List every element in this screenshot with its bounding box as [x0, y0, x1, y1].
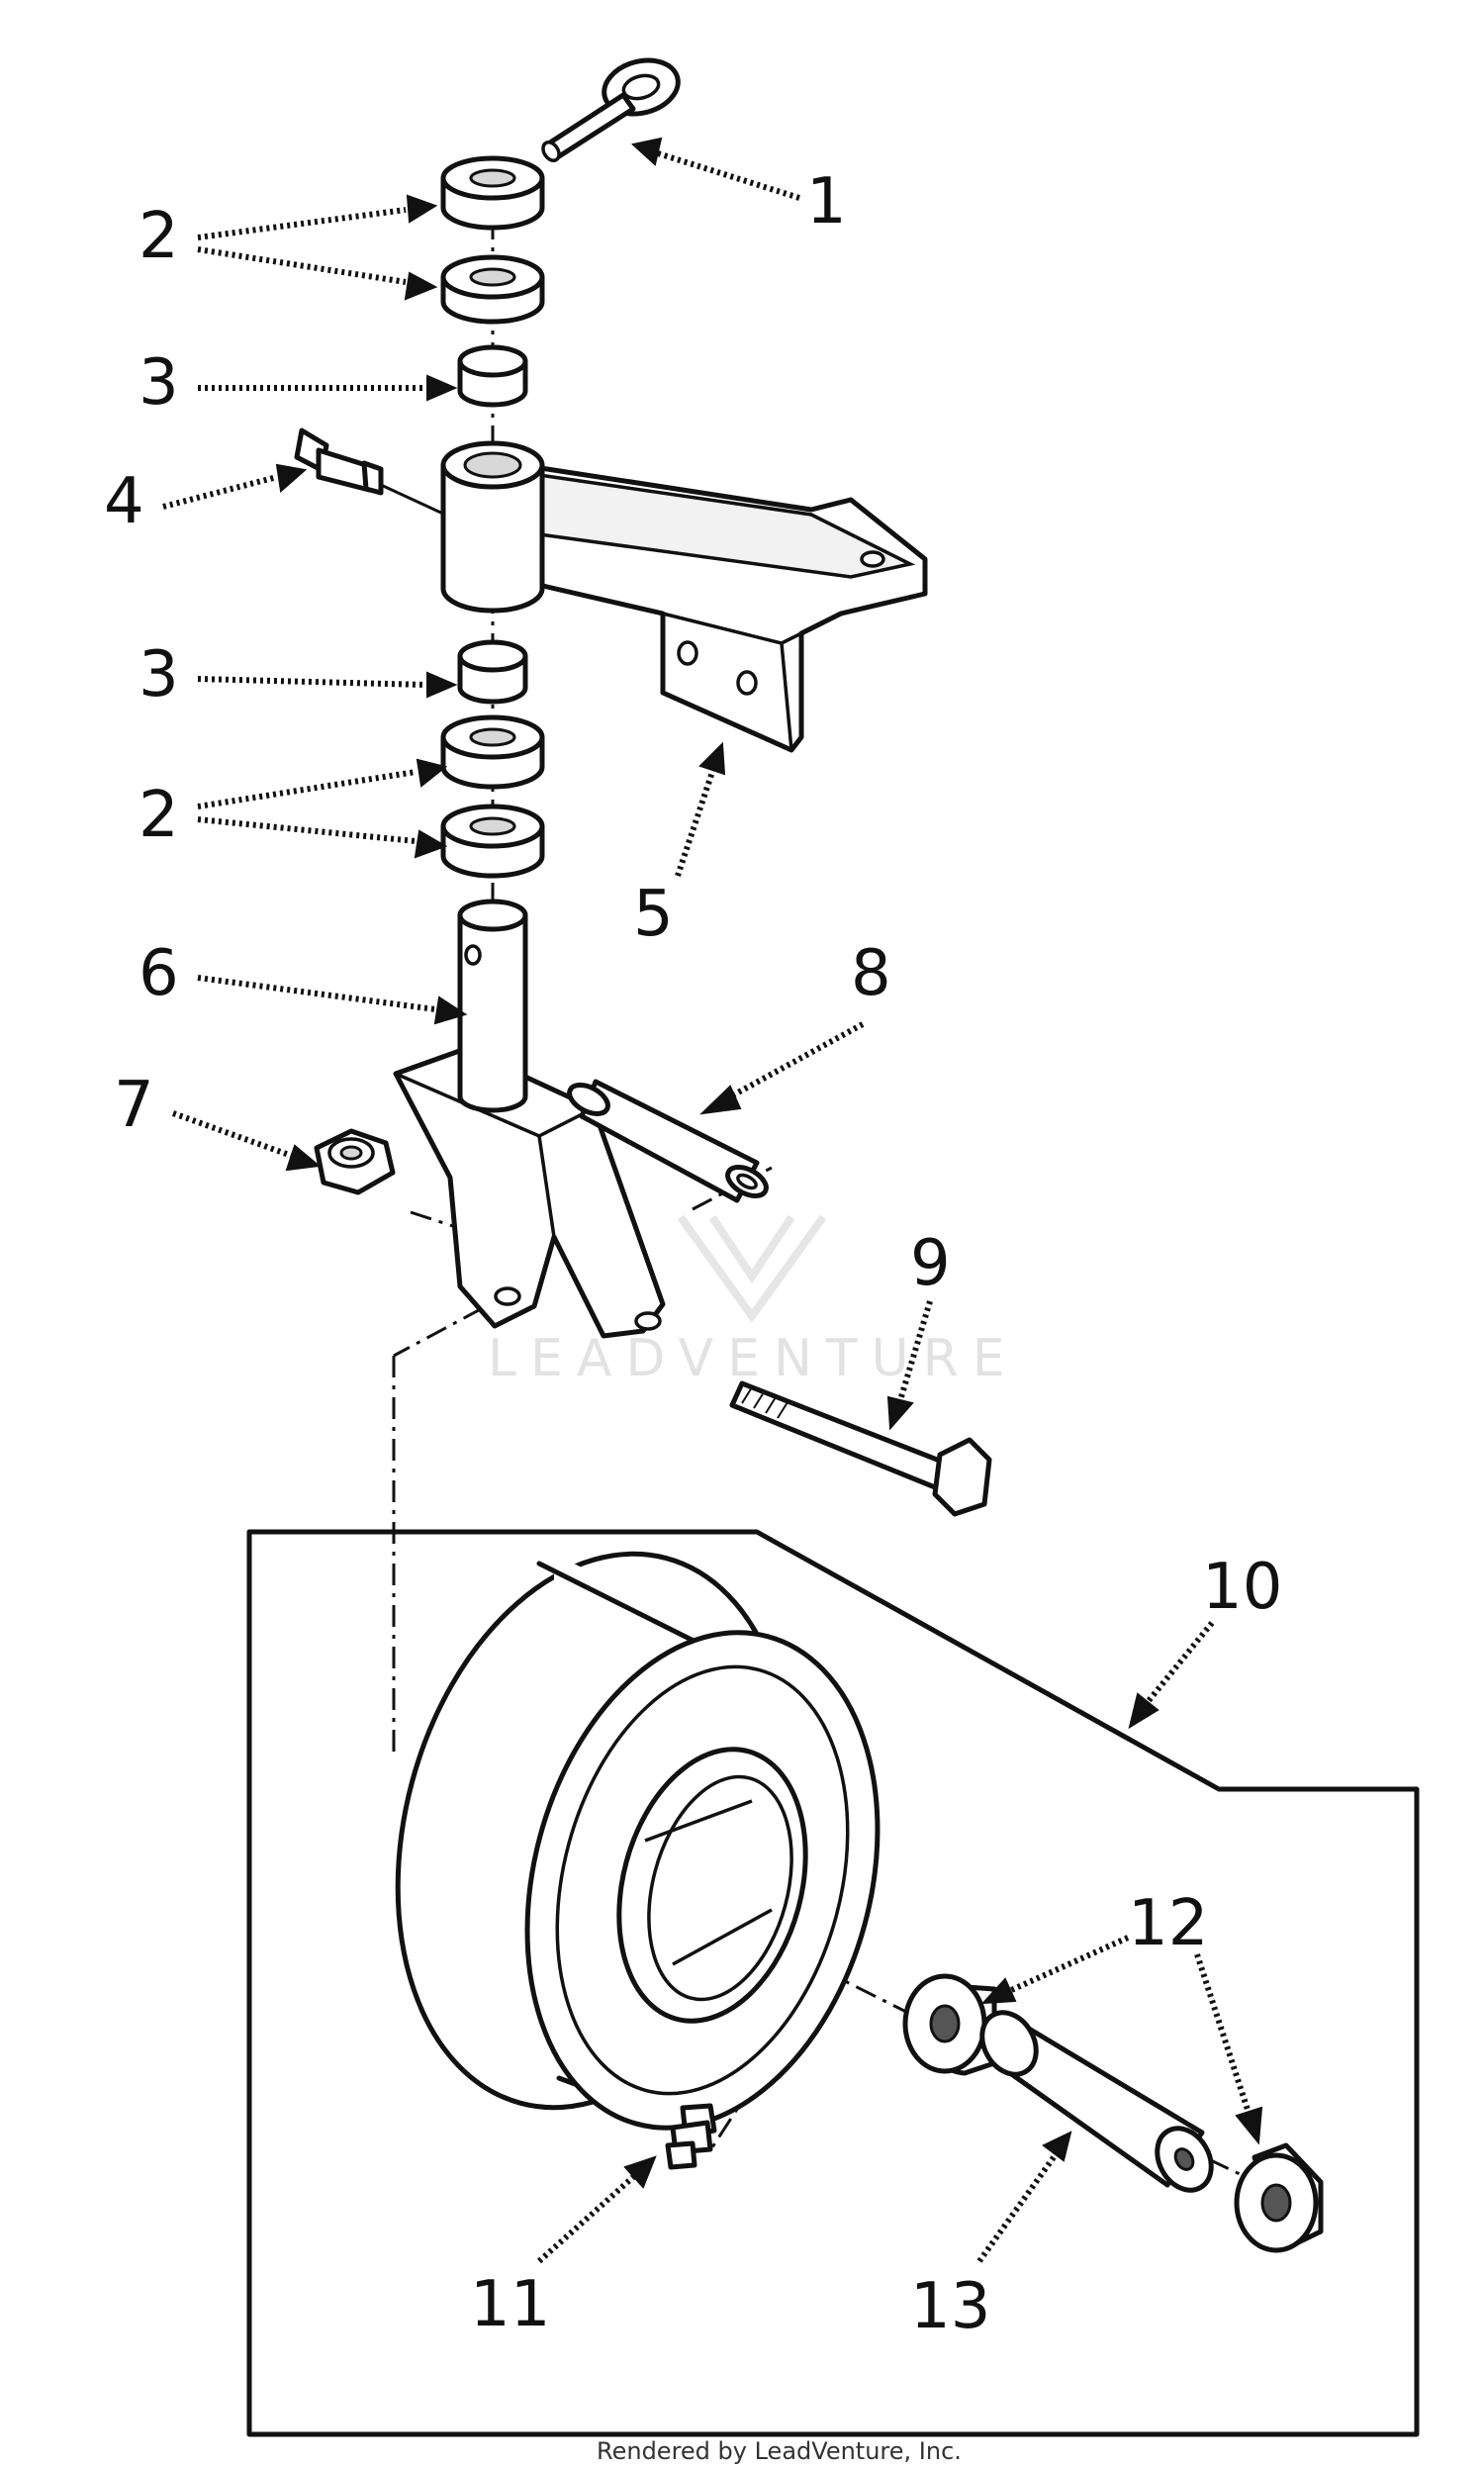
callout-2-upper: 2: [139, 200, 179, 273]
part-8-spacer-tube: [567, 1079, 769, 1203]
callout-1: 1: [806, 165, 847, 238]
part-13-axle-sleeve: [979, 2010, 1214, 2193]
leader-arrows: [162, 137, 1263, 2264]
part-12-bearing-rear: [1234, 2142, 1324, 2253]
part-11-grease-fitting: [665, 2103, 717, 2170]
part-4-grease-fitting: [294, 427, 446, 517]
part-7-nut: [314, 1128, 396, 1195]
wheel-tire: [395, 1551, 881, 2131]
watermark: LEADVENTURE: [488, 1214, 1019, 1388]
callout-13: 13: [910, 2270, 990, 2343]
part-9-bolt: [729, 1380, 992, 1517]
watermark-text: LEADVENTURE: [488, 1329, 1019, 1388]
part-3-bushing-lower: [457, 639, 528, 705]
part-3-bushing-upper: [457, 344, 528, 408]
callout-5: 5: [633, 878, 674, 951]
callout-3-lower: 3: [139, 638, 179, 712]
callout-10: 10: [1202, 1551, 1282, 1624]
part-2-washer-upper-1: [440, 155, 545, 231]
callout-8: 8: [851, 937, 891, 1010]
callouts: 1 2 3 4 3 2 5 6 8 7 9 10 12 11 13: [104, 165, 1282, 2343]
callout-12: 12: [1128, 1887, 1208, 1960]
callout-4: 4: [104, 465, 144, 538]
callout-6: 6: [139, 937, 179, 1010]
callout-7: 7: [114, 1069, 154, 1142]
part-2-washer-upper-2: [440, 254, 545, 325]
part-2-washer-lower-1: [440, 714, 545, 790]
part-5-caster-arm: [440, 440, 928, 753]
callout-11: 11: [470, 2268, 550, 2341]
footer-credit: Rendered by LeadVenture, Inc.: [597, 2437, 962, 2465]
callout-9: 9: [910, 1227, 951, 1300]
callout-3-upper: 3: [139, 346, 179, 420]
part-12-bearing-front: [902, 1973, 997, 2076]
callout-2-lower: 2: [139, 779, 179, 852]
part-2-washer-lower-2: [440, 804, 545, 879]
watermark-logo-icon: [677, 1214, 827, 1323]
wheel-assembly-box: [246, 1529, 1420, 2437]
part-1-pin: [541, 57, 681, 162]
